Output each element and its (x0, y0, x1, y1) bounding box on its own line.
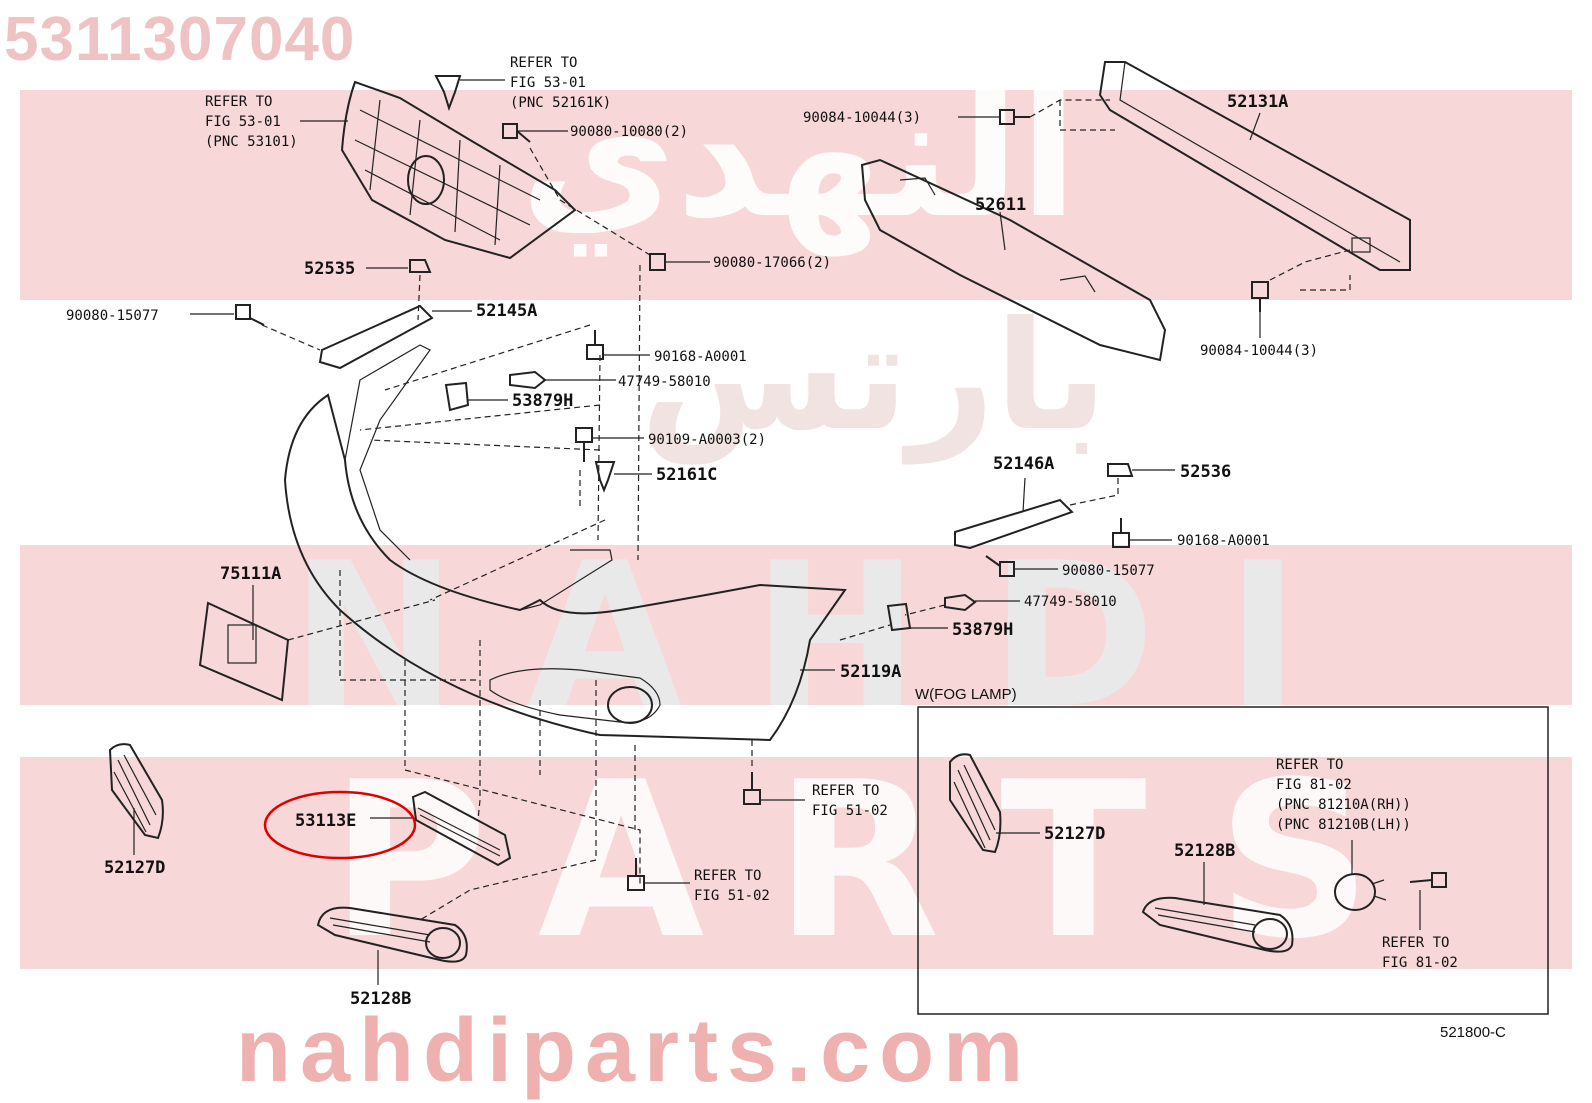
pin-47749-58010-right (944, 593, 977, 612)
bolt-51-02-bottom (627, 858, 645, 891)
label-90080-15077-right: 90080-15077 (1062, 563, 1155, 579)
highlight-circle (263, 790, 417, 860)
label-diagram-code: 521800-C (1440, 1024, 1506, 1041)
label-90084-top: 90084-10044(3) (803, 110, 921, 126)
label-90080-17066: 90080-17066(2) (713, 255, 831, 271)
screw-90168-A0001-right (1112, 518, 1130, 548)
screw-90168-A0001-top (586, 330, 604, 360)
label-refer-grille-1: REFER TO (205, 94, 272, 110)
retainer-52535 (409, 259, 432, 273)
license-bracket-75111A (198, 601, 290, 702)
label-refer-clip-1: REFER TO (510, 55, 577, 71)
retainer-52536 (1107, 463, 1134, 477)
label-52127D-inset: 52127D (1044, 824, 1105, 844)
label-47749-left: 47749-58010 (618, 374, 711, 390)
pin-47749-58010-left (509, 370, 547, 390)
label-fog-refer-b1: REFER TO (1382, 935, 1449, 951)
label-90168-top: 90168-A0001 (654, 349, 747, 365)
label-75111A: 75111A (220, 564, 281, 584)
label-fog-refer-b2: FIG 81-02 (1382, 955, 1458, 971)
watermark-arabic-mid: بارتس (640, 290, 1108, 464)
watermark-band-top (20, 90, 1572, 300)
watermark-arabic-top: النهدي (520, 58, 1078, 256)
clip-53879H-left (444, 381, 470, 412)
bracket-52146A (954, 498, 1074, 550)
label-fog-refer-3: (PNC 81210A(RH)) (1276, 797, 1411, 813)
watermark-website: nahdiparts.com (236, 1001, 1033, 1101)
grille-53113E (411, 790, 512, 867)
label-90080-10080: 90080-10080(2) (570, 124, 688, 140)
label-52128B-inset: 52128B (1174, 841, 1235, 861)
screw-90109-A0003 (575, 427, 593, 462)
label-refer-51-b2: FIG 51-02 (694, 888, 770, 904)
clip-52161K (434, 75, 462, 112)
watermark-brand: NAHDI (290, 520, 1370, 753)
label-refer-grille-2: FIG 53-01 (205, 114, 281, 130)
label-53879H-left: 53879H (512, 391, 573, 411)
bolt-90080-15077-left (235, 304, 265, 326)
label-fog-refer-4: (PNC 81210B(LH)) (1276, 817, 1411, 833)
cover-52127D-left (108, 743, 164, 840)
bumper-cover-52119A (283, 344, 847, 742)
label-52611: 52611 (975, 195, 1026, 215)
bolt-90080-10080 (502, 123, 531, 143)
label-fog-refer-2: FIG 81-02 (1276, 777, 1352, 793)
label-refer-clip-3: (PNC 52161K) (510, 95, 611, 111)
reinforcement-52131A (1098, 61, 1411, 271)
label-52119A: 52119A (840, 662, 901, 682)
label-52535: 52535 (304, 259, 355, 279)
label-52161C: 52161C (656, 465, 717, 485)
label-52127D-left: 52127D (104, 858, 165, 878)
label-refer-grille-3: (PNC 53101) (205, 134, 298, 150)
watermark-band-bottom (20, 757, 1572, 969)
label-52131A: 52131A (1227, 92, 1288, 112)
cover-52128B-left (316, 906, 468, 963)
label-52146A: 52146A (993, 454, 1054, 474)
bolt-90084-top (999, 109, 1030, 125)
label-refer-51-a2: FIG 51-02 (812, 803, 888, 819)
label-52145A: 52145A (476, 301, 537, 321)
label-refer-51-a1: REFER TO (812, 783, 879, 799)
label-90080-15077-left: 90080-15077 (66, 308, 159, 324)
bracket-52145A (318, 304, 434, 370)
label-53113E: 53113E (295, 811, 356, 831)
fog-lamp-inset-box (917, 706, 1549, 1015)
fog-lamp-screw (1409, 872, 1447, 888)
label-90084-bottom: 90084-10044(3) (1200, 343, 1318, 359)
clip-90080-17066 (649, 253, 666, 271)
clip-53879H-right (886, 602, 912, 632)
label-52128B-left: 52128B (350, 989, 411, 1009)
grille-part (340, 80, 577, 260)
bolt-51-02-top (743, 772, 761, 805)
label-90109: 90109-A0003(2) (648, 432, 766, 448)
watermark-part-number: 5311307040 (4, 5, 356, 74)
label-53879H-right: 53879H (952, 620, 1013, 640)
label-90168-right: 90168-A0001 (1177, 533, 1270, 549)
bolt-90084-bottom (1251, 281, 1269, 312)
label-47749-right: 47749-58010 (1024, 594, 1117, 610)
bolt-90080-15077-right (985, 555, 1015, 577)
fog-lamp (1334, 873, 1387, 911)
label-inset-title: W(FOG LAMP) (915, 686, 1017, 703)
label-52536: 52536 (1180, 462, 1231, 482)
watermark-band-mid (20, 545, 1572, 705)
cover-52127D-inset (949, 753, 1002, 854)
absorber-52611 (860, 158, 1167, 362)
label-fog-refer-1: REFER TO (1276, 757, 1343, 773)
label-refer-clip-2: FIG 53-01 (510, 75, 586, 91)
label-refer-51-b1: REFER TO (694, 868, 761, 884)
clip-52161C (594, 461, 616, 493)
cover-52128B-inset (1141, 896, 1294, 953)
watermark-brand-2: PARTS (330, 735, 1442, 986)
